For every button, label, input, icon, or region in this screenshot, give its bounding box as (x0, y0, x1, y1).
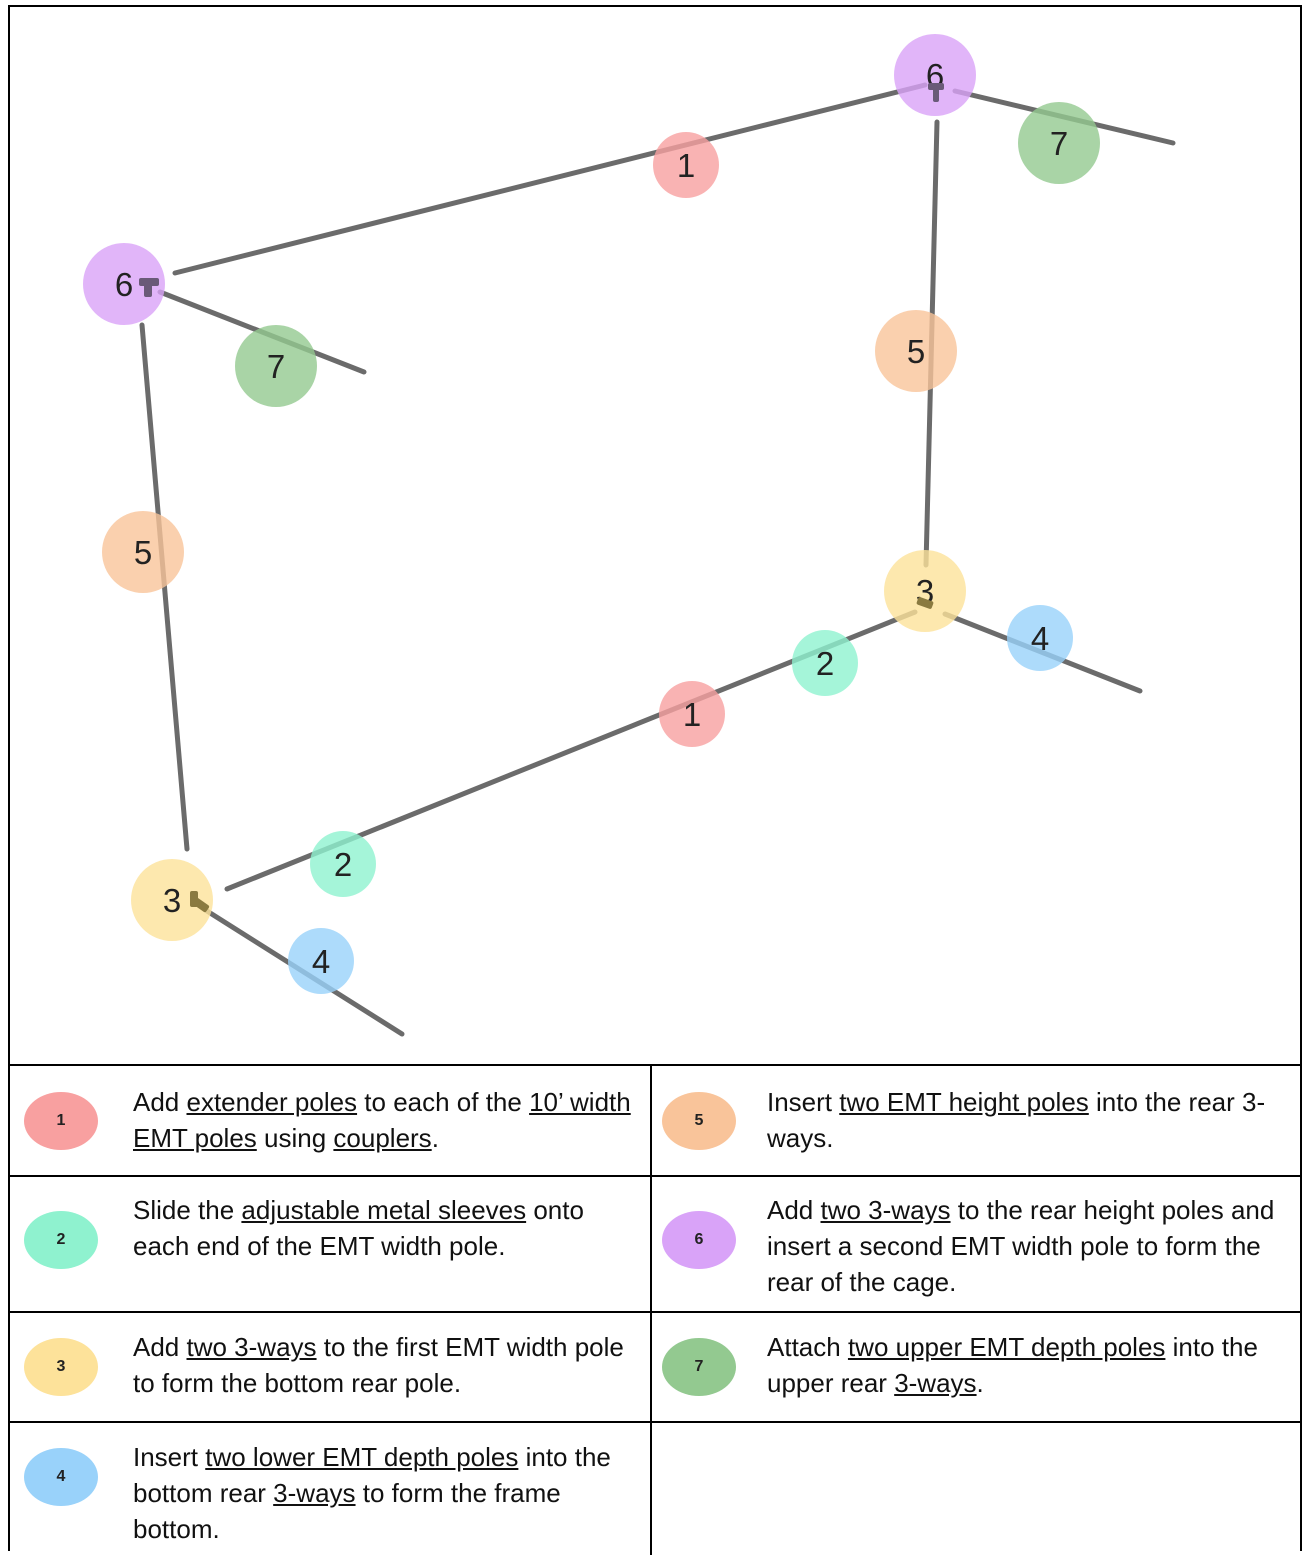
bubble-4-right: 4 (1007, 605, 1073, 671)
legend-step-5: 5 Insert two EMT height poles into the r… (652, 1066, 1300, 1175)
bubble-label: 5 (907, 333, 925, 370)
bubble-label: 2 (816, 645, 834, 682)
step-text: Attach two upper EMT depth poles into th… (767, 1329, 1292, 1401)
table-divider (650, 1066, 652, 1555)
step-text-run: Slide the (133, 1195, 242, 1225)
step-text-run: into the upper rear (767, 1332, 1258, 1398)
bubble-3-left: 3 (131, 859, 213, 941)
bubble-label: 4 (1031, 620, 1049, 657)
poles (139, 82, 1176, 1037)
legend-step-6: 6 Add two 3-ways to the rear height pole… (652, 1175, 1300, 1311)
table-divider (10, 1175, 1300, 1177)
bubble-4-left: 4 (288, 928, 354, 994)
three-way-fitting-lower-right (916, 597, 934, 609)
frame-drawing: 1 6 7 6 7 5 5 (83, 34, 1176, 1037)
legend-table: 1 Add extender poles to each of the 10’ … (10, 1064, 1300, 1555)
step-text-run: Attach (767, 1332, 848, 1362)
step-text: Slide the adjustable metal sleeves onto … (133, 1192, 633, 1264)
step-badge: 2 (24, 1211, 98, 1269)
bubble-5-left: 5 (102, 511, 184, 593)
step-badge: 4 (24, 1448, 98, 1506)
bubble-label: 1 (683, 696, 701, 733)
bubble-2-left: 2 (310, 831, 376, 897)
step-text: Add extender poles to each of the 10’ wi… (133, 1084, 633, 1156)
step-underlined-term: extender poles (186, 1087, 358, 1117)
rear-top-width-pole (172, 82, 928, 276)
left-height-pole (139, 322, 190, 852)
step-underlined-term: 10’ width EMT poles (133, 1087, 631, 1153)
bubble-label: 1 (677, 147, 695, 184)
legend-step-7: 7 Attach two upper EMT depth poles into … (652, 1311, 1300, 1421)
step-badge: 3 (24, 1338, 98, 1396)
step-text: Add two 3-ways to the first EMT width po… (133, 1329, 633, 1401)
step-badge: 5 (662, 1092, 736, 1150)
bubble-label: 4 (312, 943, 330, 980)
legend-step-2: 2 Slide the adjustable metal sleeves ont… (10, 1175, 650, 1311)
bubble-label: 7 (1050, 125, 1068, 162)
assembly-sheet: 1 6 7 6 7 5 5 (8, 5, 1302, 1555)
bubble-7-left: 7 (235, 325, 317, 407)
step-underlined-term: adjustable metal sleeves (241, 1195, 527, 1225)
step-text-run: into the rear 3-ways. (767, 1087, 1266, 1153)
step-text-run: onto each end of the EMT width pole. (133, 1195, 584, 1261)
step-underlined-term: two lower EMT depth poles (205, 1442, 519, 1472)
step-underlined-term: two 3-ways (820, 1195, 951, 1225)
bubble-label: 6 (115, 266, 133, 303)
step-text: Insert two EMT height poles into the rea… (767, 1084, 1292, 1156)
step-text-run: using (256, 1123, 334, 1153)
bubble-label: 2 (334, 846, 352, 883)
step-text: Add two 3-ways to the rear height poles … (767, 1192, 1292, 1300)
bubble-5-right: 5 (875, 310, 957, 392)
step-text-run: . (431, 1123, 439, 1153)
step-text-run: Add (133, 1087, 187, 1117)
bubble-1-bottom: 1 (659, 681, 725, 747)
step-text-run: to the first EMT width pole to form the … (133, 1332, 624, 1398)
bubble-2-mid: 2 (792, 630, 858, 696)
step-underlined-term: two 3-ways (186, 1332, 317, 1362)
step-underlined-term: 3-ways (894, 1368, 977, 1398)
step-badge: 7 (662, 1338, 736, 1396)
step-underlined-term: couplers (333, 1123, 432, 1153)
step-text-run: Add (767, 1195, 821, 1225)
legend-step-3: 3 Add two 3-ways to the first EMT width … (10, 1311, 650, 1421)
bubble-6-top: 6 (894, 34, 976, 116)
step-text-run: to form the frame bottom. (133, 1478, 561, 1544)
step-text-run: Insert (767, 1087, 840, 1117)
bubble-1-top: 1 (653, 132, 719, 198)
bubble-6-left: 6 (83, 243, 165, 325)
cage-frame-diagram: 1 6 7 6 7 5 5 (10, 7, 1300, 1064)
step-text-run: . (976, 1368, 984, 1398)
step-text-run: Add (133, 1332, 187, 1362)
bubble-label: 7 (267, 348, 285, 385)
table-divider (10, 1421, 1300, 1423)
step-badge: 1 (24, 1092, 98, 1150)
step-text-run: to the rear height poles and insert a se… (767, 1195, 1275, 1297)
table-divider (10, 1311, 1300, 1313)
step-underlined-term: two upper EMT depth poles (847, 1332, 1166, 1362)
step-badge: 6 (662, 1211, 736, 1269)
step-underlined-term: two EMT height poles (839, 1087, 1089, 1117)
bubble-label: 5 (134, 534, 152, 571)
three-way-fitting-lower-left (190, 891, 210, 913)
step-text-run: Insert (133, 1442, 206, 1472)
bubble-3-right: 3 (884, 550, 966, 632)
step-text-run: into the bottom rear (133, 1442, 611, 1508)
legend-step-4: 4 Insert two lower EMT depth poles into … (10, 1421, 650, 1555)
step-text: Insert two lower EMT depth poles into th… (133, 1439, 633, 1547)
step-text-run: to each of the (357, 1087, 530, 1117)
three-way-fitting-top (928, 83, 944, 102)
three-way-fitting-upper-left (139, 278, 159, 297)
step-underlined-term: 3-ways (273, 1478, 356, 1508)
bubble-7-right: 7 (1018, 102, 1100, 184)
legend-step-1: 1 Add extender poles to each of the 10’ … (10, 1066, 650, 1175)
bubble-label: 3 (163, 882, 181, 919)
